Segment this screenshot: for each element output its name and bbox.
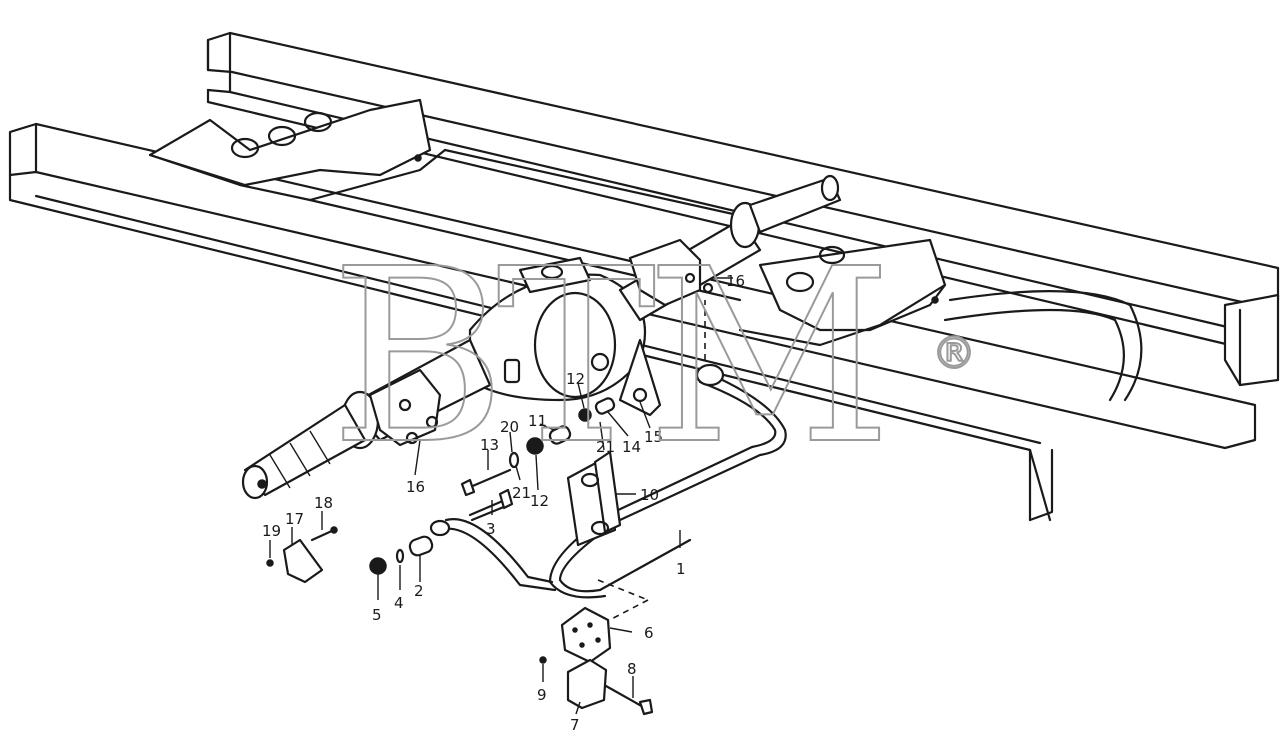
- left-hub: [241, 390, 380, 500]
- watermark: BTM ®: [329, 216, 977, 498]
- center-cross-member: [738, 238, 947, 347]
- callout-1: 1: [676, 560, 686, 578]
- right-spring-seat: [628, 238, 702, 307]
- watermark-registered-mark: ®: [932, 328, 976, 379]
- frame-bracket: [618, 338, 662, 417]
- callout-20: 20: [500, 418, 519, 436]
- callout-21-lower: 21: [512, 484, 531, 502]
- callout-5: 5: [372, 606, 382, 624]
- callout-16-lower: 16: [406, 478, 425, 496]
- watermark-text: BTM: [330, 217, 882, 497]
- callout-2: 2: [414, 582, 424, 600]
- rear-cross-member: [943, 290, 1143, 402]
- clamp-assembly: [539, 606, 654, 716]
- rail-end-cap: [1223, 293, 1280, 387]
- right-hub: [729, 174, 842, 249]
- callout-21-upper: 21: [596, 438, 615, 456]
- callout-8: 8: [627, 660, 637, 678]
- callout-16-upper: 16: [726, 272, 745, 290]
- leader-lines: [269, 277, 733, 715]
- axle-assembly: [241, 174, 842, 500]
- callout-9: 9: [537, 686, 547, 704]
- callout-12-lower: 12: [530, 492, 549, 510]
- rubber-bushing: [560, 606, 612, 664]
- callout-4: 4: [394, 594, 404, 612]
- left-spring-seat: [368, 368, 442, 447]
- callout-19: 19: [262, 522, 281, 540]
- callout-10: 10: [640, 486, 659, 504]
- callout-14: 14: [622, 438, 641, 456]
- callout-15: 15: [644, 428, 663, 446]
- callout-12-upper: 12: [566, 370, 585, 388]
- callout-13: 13: [480, 436, 499, 454]
- callout-6: 6: [644, 624, 654, 642]
- callout-17: 17: [285, 510, 304, 528]
- hardware: [266, 397, 616, 584]
- clamp-strap: [566, 658, 608, 710]
- link-bracket: [566, 450, 622, 547]
- callout-7: 7: [570, 716, 580, 734]
- callout-labels: 1 2 3 4 5 6 7 8 9 10 11 12 12 13 14 15 1…: [262, 272, 745, 734]
- callout-11: 11: [528, 412, 547, 430]
- callout-3: 3: [486, 520, 496, 538]
- callout-18: 18: [314, 494, 333, 512]
